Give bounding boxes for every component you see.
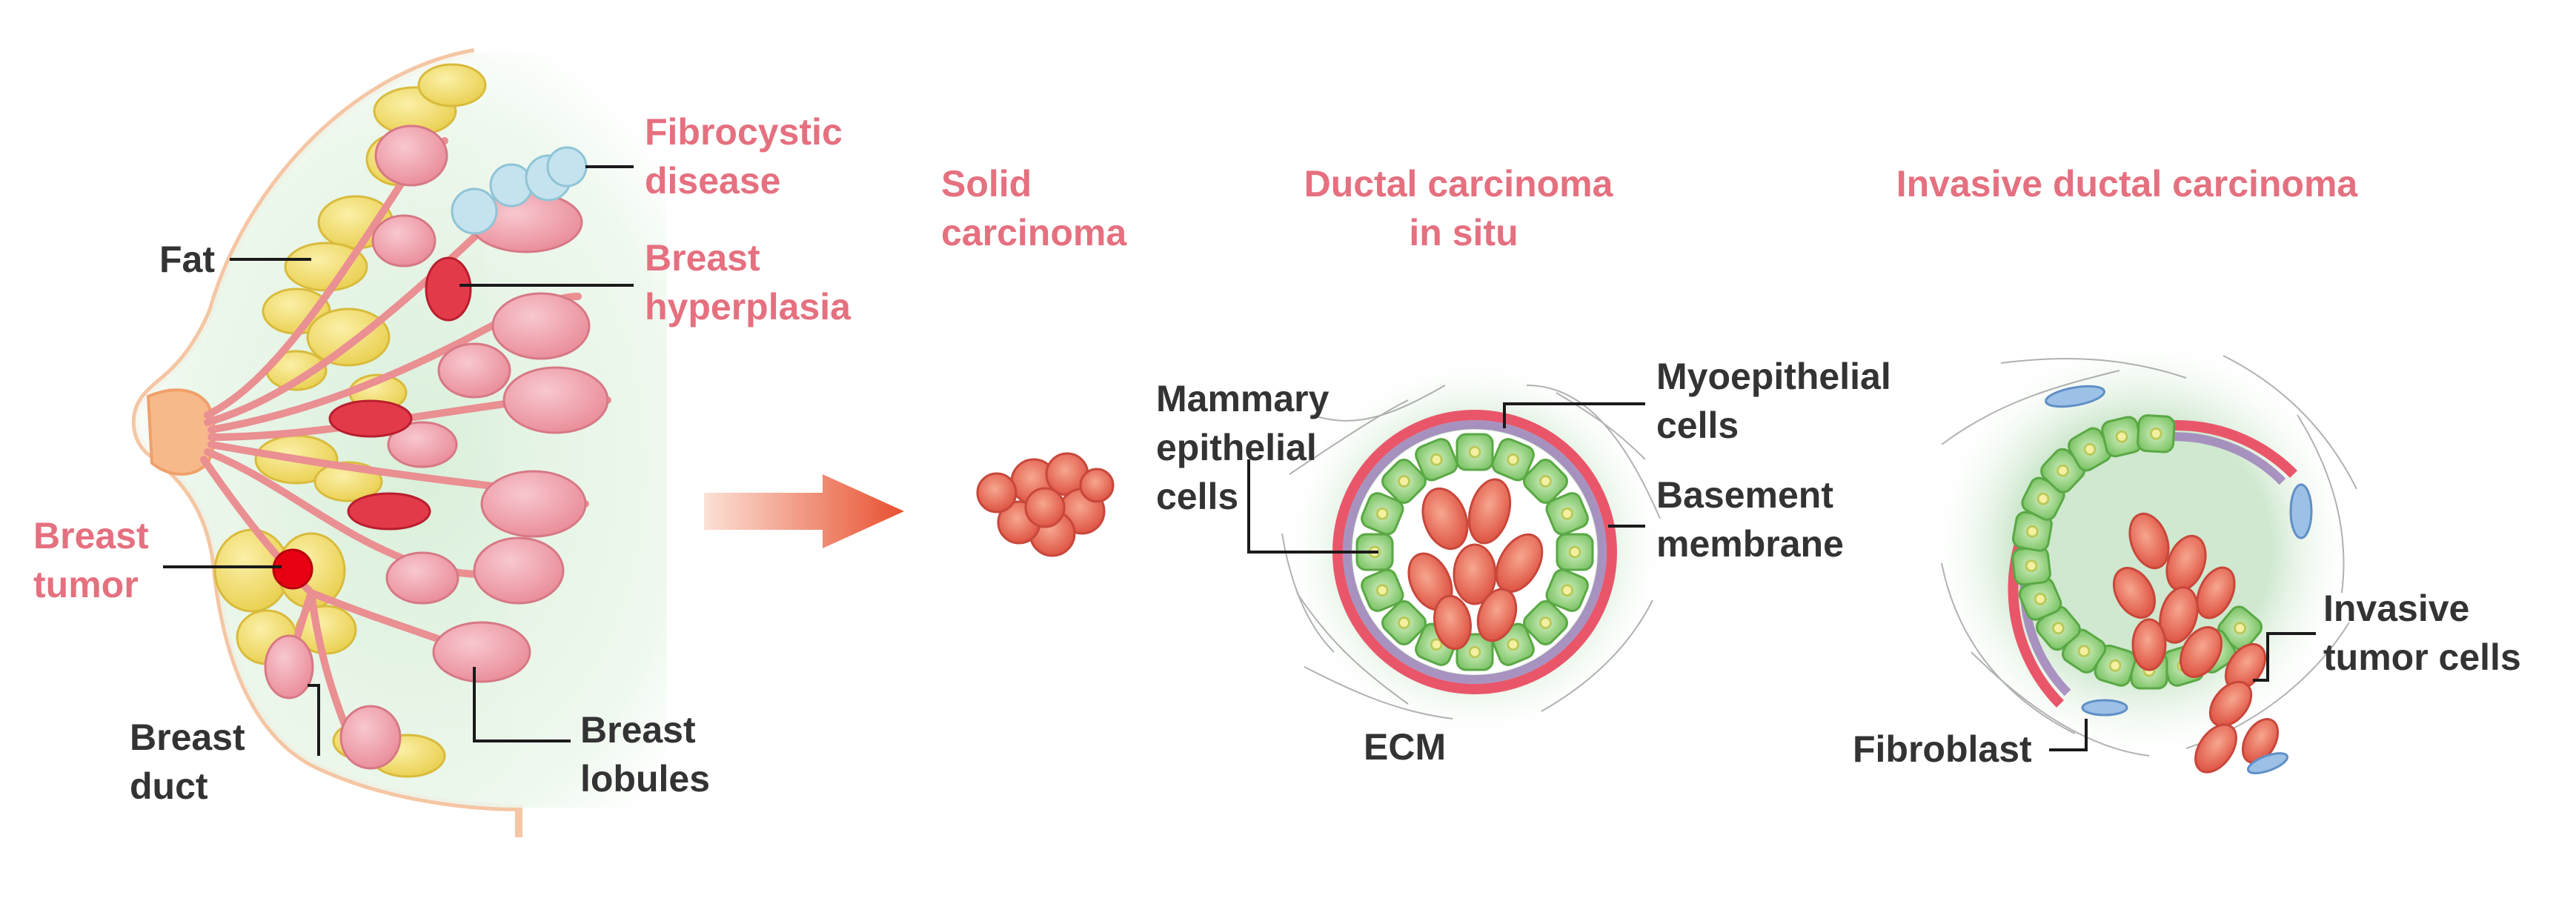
dcis-leader-lines bbox=[1247, 402, 1645, 554]
label-invasive-tumor-cells: Invasive tumor cells bbox=[2323, 588, 2521, 678]
breast-tumor-mass bbox=[272, 548, 313, 590]
fibrocystic-cysts bbox=[451, 146, 588, 235]
breast-anatomy-illustration bbox=[131, 48, 667, 837]
cell-nucleus bbox=[2051, 622, 2065, 635]
label-fat: Fat bbox=[159, 239, 215, 280]
cell-nucleus bbox=[2083, 442, 2097, 456]
label-ecm: ECM bbox=[1364, 726, 1446, 768]
cell-nucleus bbox=[1398, 475, 1410, 488]
label-basement-membrane: Basement membrane bbox=[1656, 474, 1844, 565]
cell-nucleus bbox=[2057, 464, 2070, 477]
cell-nucleus bbox=[1430, 638, 1443, 651]
cell-nucleus bbox=[1398, 616, 1410, 629]
duct-cross-section bbox=[1281, 356, 1667, 741]
label-myoepithelial-cells: Myoepithelial cells bbox=[1656, 356, 1902, 446]
idc-leader-lines bbox=[2049, 632, 2316, 751]
cell-nucleus bbox=[2025, 559, 2038, 573]
cell-nucleus bbox=[1430, 453, 1443, 466]
cell-nucleus bbox=[2115, 430, 2128, 443]
solid-tumor-cluster bbox=[976, 452, 1115, 557]
epithelial-cell-ring bbox=[1355, 433, 1594, 671]
cell-nucleus bbox=[1539, 475, 1552, 488]
anatomy-leader-lines bbox=[163, 165, 634, 756]
label-breast-hyperplasia: Breast hyperplasia bbox=[645, 237, 852, 328]
label-breast-tumor: Breast tumor bbox=[33, 515, 159, 605]
cell-nucleus bbox=[1561, 584, 1574, 597]
label-fibroblast: Fibroblast bbox=[1853, 728, 2032, 770]
cell-nucleus bbox=[2077, 645, 2091, 658]
cell-nucleus bbox=[2025, 525, 2039, 538]
invasive-duct-cross-section bbox=[1927, 333, 2357, 774]
fibroblast-cells bbox=[2045, 385, 2313, 774]
dcis-tumor-cells bbox=[1407, 478, 1544, 651]
cell-nucleus bbox=[2034, 592, 2047, 605]
label-fibrocystic-disease: Fibrocystic disease bbox=[645, 111, 853, 202]
cell-nucleus bbox=[2234, 622, 2247, 635]
progression-arrow-icon bbox=[704, 474, 904, 548]
label-mammary-epithelial-cells: Mammary epithelial cells bbox=[1156, 378, 1339, 517]
cell-nucleus bbox=[2149, 427, 2162, 440]
breast-lobules-clusters bbox=[264, 124, 609, 770]
label-ductal-carcinoma-in-situ: Ductal carcinoma in situ bbox=[1304, 163, 1624, 253]
label-breast-duct: Breast duct bbox=[130, 717, 256, 807]
hyperplasia-clusters bbox=[328, 256, 472, 531]
label-breast-lobules: Breast lobules bbox=[580, 709, 710, 800]
invasive-tumor-cells bbox=[2113, 512, 2280, 774]
cell-nucleus bbox=[1507, 453, 1520, 466]
cell-nucleus bbox=[1375, 507, 1389, 520]
label-invasive-ductal-carcinoma: Invasive ductal carcinoma bbox=[1896, 163, 2359, 205]
cell-nucleus bbox=[1539, 616, 1552, 629]
cell-nucleus bbox=[1507, 638, 1520, 651]
label-solid-carcinoma: Solid carcinoma bbox=[941, 163, 1127, 253]
cell-nucleus bbox=[1375, 584, 1389, 597]
cell-nucleus bbox=[2108, 659, 2122, 672]
cell-nucleus bbox=[1468, 645, 1481, 659]
cell-nucleus bbox=[2036, 492, 2050, 505]
cell-nucleus bbox=[1561, 507, 1574, 520]
cell-nucleus bbox=[1468, 445, 1481, 459]
cell-nucleus bbox=[1568, 545, 1581, 559]
